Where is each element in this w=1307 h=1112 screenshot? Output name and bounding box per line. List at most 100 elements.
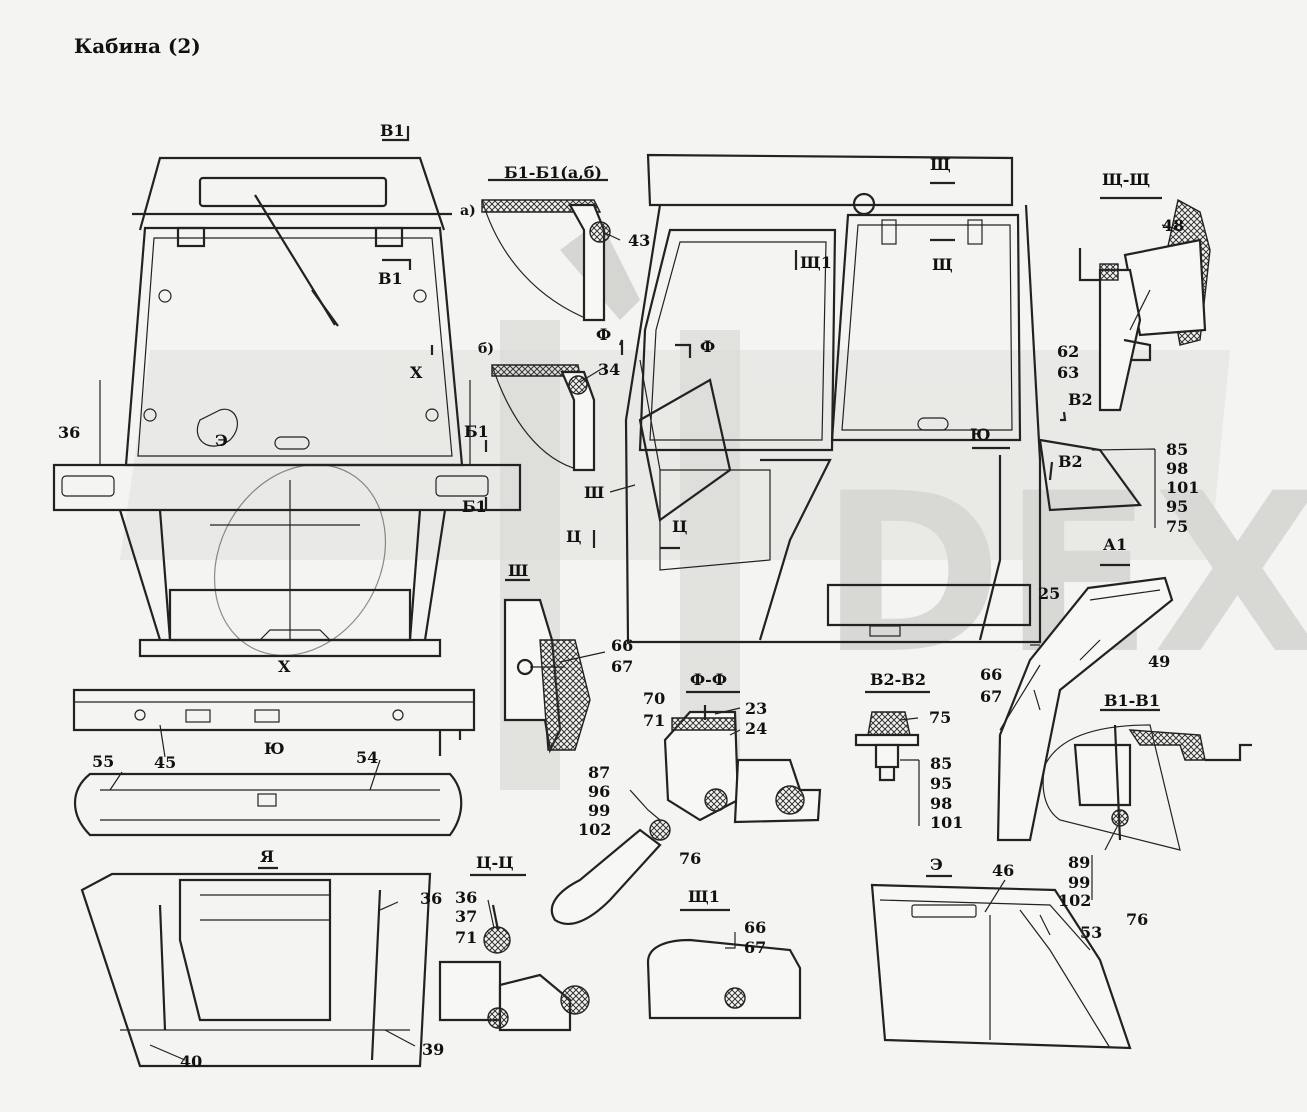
section-v1-v1 (1042, 724, 1252, 851)
callout-36-ya: 36 (420, 889, 442, 908)
section-sch-sch (1078, 198, 1211, 412)
label-v2-upper: В2 (1068, 390, 1093, 409)
label-v1-v1: В1-В1 (1104, 691, 1160, 710)
callout-24: 24 (745, 719, 767, 738)
view-ya (80, 872, 432, 1068)
page-title: Кабина (2) (74, 34, 201, 58)
callout-101-v2: 101 (930, 813, 963, 832)
callout-48: 48 (1162, 216, 1184, 235)
callout-75-v2: 75 (929, 708, 951, 727)
label-sh-side: Ш (584, 483, 604, 502)
cabin-side-view (624, 153, 1143, 644)
callout-43: 43 (628, 231, 650, 250)
callout-36-ts: 36 (455, 888, 477, 907)
label-v2-v2: В2-В2 (870, 670, 926, 689)
callout-62: 62 (1057, 342, 1079, 361)
callout-85-top: 85 (1166, 440, 1188, 459)
part-callouts: 36 43 34 48 62 63 85 98 101 95 75 25 49 … (58, 216, 1199, 1071)
callout-102-ff: 102 (578, 820, 611, 839)
callout-39: 39 (422, 1040, 444, 1059)
callout-66-sh: 66 (611, 636, 633, 655)
detail-sch1 (646, 938, 802, 1020)
label-v2-lower: В2 (1058, 452, 1083, 471)
detail-sh (503, 598, 591, 754)
callout-66-sch1: 66 (744, 918, 766, 937)
callout-67-a1: 67 (980, 687, 1002, 706)
label-b1-b1: Б1-Б1(а,б) (504, 163, 602, 182)
label-sch1: Щ1 (800, 253, 832, 272)
callout-55: 55 (92, 752, 114, 771)
leader-lines (109, 224, 1181, 1061)
view-a1 (996, 576, 1174, 842)
label-sch-sch: Щ-Щ (1102, 170, 1150, 189)
section-v2-v2 (854, 711, 920, 782)
label-x-top: Х (410, 363, 423, 382)
callout-46: 46 (992, 861, 1014, 880)
callout-36-left: 36 (58, 423, 80, 442)
callout-54: 54 (356, 748, 378, 767)
cabin-front-view (52, 156, 522, 658)
callout-63: 63 (1057, 363, 1079, 382)
label-ts-left: Ц (566, 527, 581, 546)
callout-67-sh: 67 (611, 657, 633, 676)
section-marks (258, 126, 1162, 912)
callout-102-v1: 102 (1058, 891, 1091, 910)
label-ts-ts: Ц-Ц (476, 853, 514, 872)
callout-71-ff: 71 (643, 711, 665, 730)
callout-53: 53 (1080, 923, 1102, 942)
label-b1-lower: Б1 (462, 497, 487, 516)
callout-99-v1: 99 (1068, 873, 1090, 892)
detail-e (870, 883, 1132, 1050)
label-sch-top: Щ (930, 155, 951, 174)
callout-85-v2: 85 (930, 754, 952, 773)
watermark-logo: DEX (120, 220, 1307, 800)
label-e-main: Э (215, 431, 228, 450)
label-a: а) (460, 203, 476, 219)
callout-76-v1: 76 (1126, 910, 1148, 929)
label-yu-rail: Ю (264, 739, 285, 758)
label-yu-side: Ю (970, 425, 991, 444)
label-a1: А1 (1103, 535, 1127, 554)
label-f-f: Ф-Ф (690, 670, 727, 689)
callout-45: 45 (154, 753, 176, 772)
label-f-left: Ф (596, 325, 611, 344)
callout-75-top: 75 (1166, 517, 1188, 536)
callout-101-top: 101 (1166, 478, 1199, 497)
callout-71-ts: 71 (455, 928, 477, 947)
label-b1-upper: Б1 (464, 422, 489, 441)
label-sch-bottom: Щ (932, 255, 953, 274)
callout-95-v2: 95 (930, 774, 952, 793)
callout-25: 25 (1038, 584, 1060, 603)
panel-55-54 (74, 772, 463, 837)
callout-37: 37 (455, 907, 477, 926)
label-x-bottom: Х (278, 657, 291, 676)
callout-95-top: 95 (1166, 497, 1188, 516)
callout-87: 87 (588, 763, 610, 782)
label-v1-top: В1 (380, 121, 405, 140)
callout-99-ff: 99 (588, 801, 610, 820)
label-b: б) (478, 341, 494, 357)
label-f-right: Ф (700, 337, 715, 356)
section-ts-ts (438, 904, 590, 1032)
label-sh-detail: Ш (508, 561, 528, 580)
label-ts-right: Ц (672, 517, 687, 536)
section-f-f (550, 705, 822, 925)
bottom-rail (72, 688, 476, 756)
callout-66-a1: 66 (980, 665, 1002, 684)
callout-76-ff: 76 (679, 849, 701, 868)
callout-98-top: 98 (1166, 459, 1188, 478)
label-v1-side: В1 (378, 269, 403, 288)
callout-70: 70 (643, 689, 665, 708)
callout-98-v2: 98 (930, 794, 952, 813)
callout-96: 96 (588, 782, 610, 801)
section-labels: В1 В1 Б1-Б1(а,б) а) б) Х Х Э Б1 Б1 Щ Щ Щ… (215, 121, 1160, 906)
label-e-detail: Э (930, 855, 943, 874)
callout-49: 49 (1148, 652, 1170, 671)
callout-23: 23 (745, 699, 767, 718)
callout-40: 40 (180, 1052, 202, 1071)
label-ya: Я (260, 847, 274, 866)
callout-67-sch1: 67 (744, 938, 766, 957)
callout-89: 89 (1068, 853, 1090, 872)
